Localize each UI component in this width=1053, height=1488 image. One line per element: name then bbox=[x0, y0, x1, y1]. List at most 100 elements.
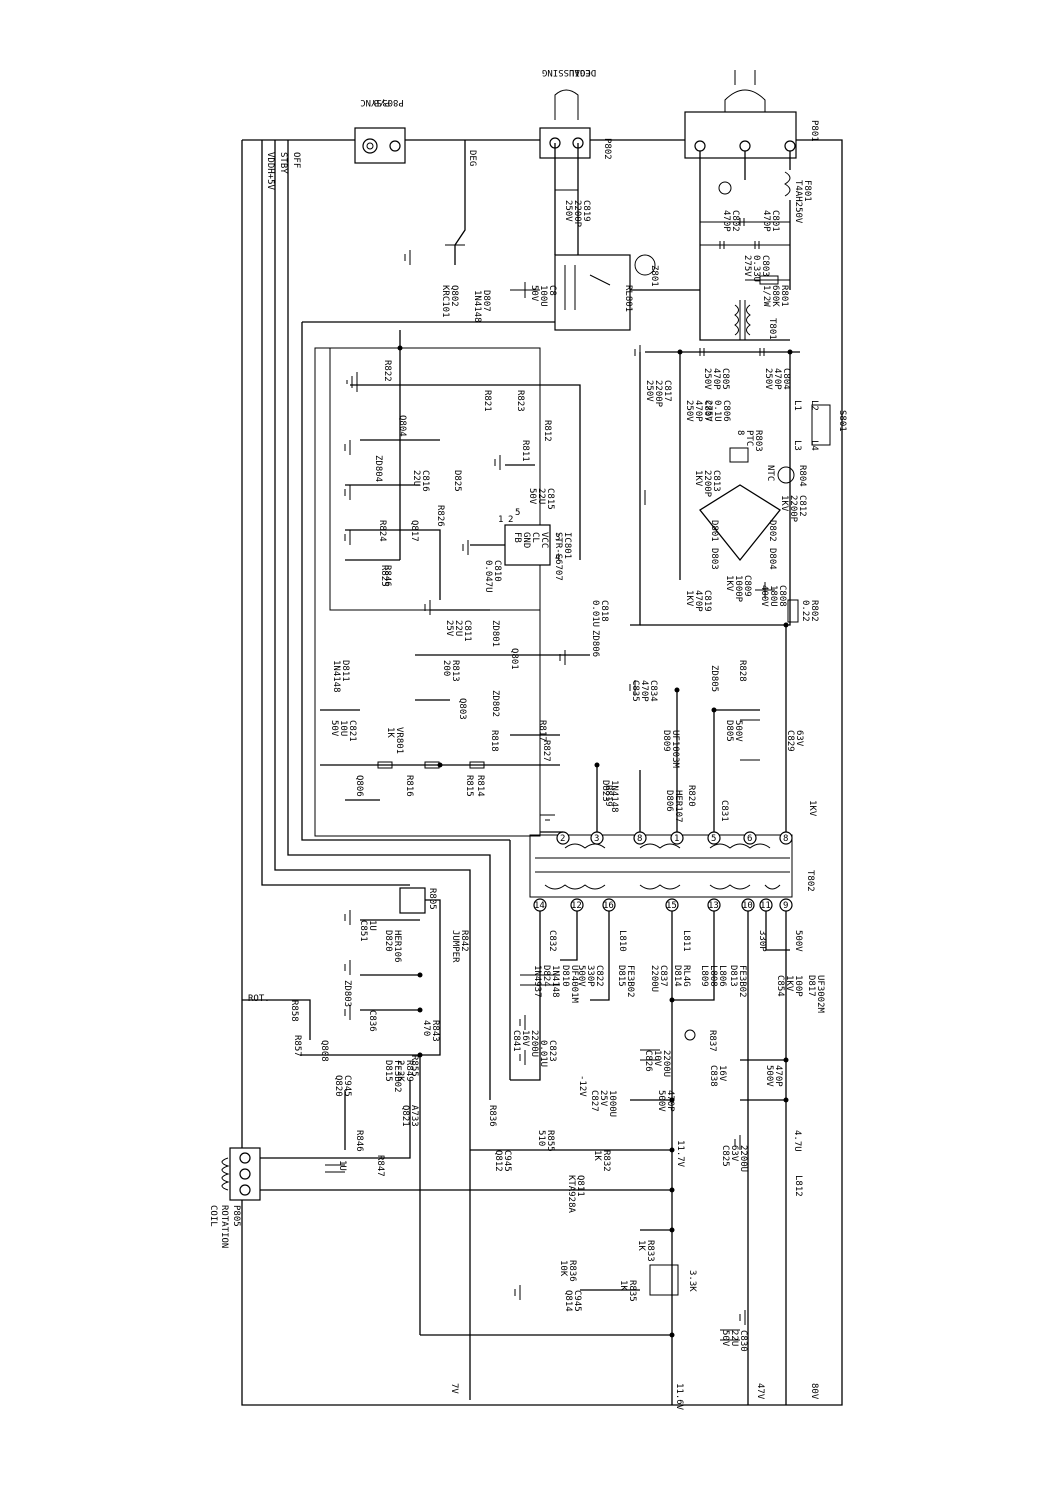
c828-value: 22U bbox=[729, 1330, 739, 1346]
z801-label: Z801 bbox=[649, 265, 659, 287]
d824-label: 1N4148 bbox=[609, 780, 619, 813]
c828-label: C830 bbox=[738, 1330, 748, 1352]
c819b-value: 470P bbox=[693, 590, 703, 612]
p803-sub1: P/B bbox=[374, 97, 390, 107]
p802-degaussing: DEGAUSSING bbox=[542, 67, 596, 77]
c803-label: C803 bbox=[760, 255, 770, 277]
zd806-label: ZD806 bbox=[590, 630, 600, 657]
r803-label: R803 bbox=[753, 430, 763, 452]
r814-label: R814 bbox=[475, 775, 485, 797]
c831b-voltage: 1N4937 bbox=[532, 965, 542, 998]
c823-label: C823 bbox=[547, 1040, 557, 1062]
q812-label: C945 bbox=[502, 1150, 512, 1172]
ic801-pin4: 4 bbox=[555, 553, 560, 563]
c819-label: C819 bbox=[581, 200, 591, 222]
q811-value: KTA928A bbox=[566, 1175, 576, 1214]
rail-vddh: VDDH+5V bbox=[265, 152, 275, 191]
ic801-part: STR-S6707 bbox=[553, 532, 563, 581]
rail-rot: ROT. bbox=[248, 994, 270, 1004]
t802-pin-i: 12 bbox=[571, 901, 582, 911]
ic801-pin5: 5 bbox=[515, 508, 520, 518]
c819-value: 2200P bbox=[572, 200, 582, 228]
c838-value: C851 bbox=[358, 920, 368, 942]
q802-value: KRC101 bbox=[440, 285, 450, 318]
c807-value: 470P bbox=[693, 400, 703, 422]
c812-label: C812 bbox=[797, 495, 807, 517]
t802-pin-m: 10 bbox=[742, 901, 753, 911]
c841-label: 1U bbox=[337, 1160, 347, 1171]
ic801-pin2: 2 bbox=[508, 515, 513, 525]
c809-voltage: 1KV bbox=[724, 575, 734, 592]
d804-label: D804 bbox=[767, 548, 777, 570]
t802-pin-j: 16 bbox=[603, 901, 614, 911]
d817-label: UF3002M bbox=[815, 975, 825, 1014]
control-section: IC801 STR-S6707 VCC CL GND FB 1 2 3 4 5 … bbox=[289, 330, 747, 1177]
r837-value: 10K bbox=[558, 1260, 568, 1277]
r804-ntc: NTC bbox=[765, 465, 775, 481]
c816-label: C816 bbox=[420, 470, 430, 492]
d825-label: D825 bbox=[452, 470, 462, 492]
c813-voltage: 1KV bbox=[693, 470, 703, 487]
d815-value: D815 bbox=[616, 965, 626, 987]
l808-label: L810 bbox=[617, 930, 627, 952]
rail-11-7v: 11.7V bbox=[675, 1140, 685, 1168]
ic801-fb: FB bbox=[512, 532, 522, 543]
d802-label: D802 bbox=[767, 520, 777, 542]
r855b-value: 2.2K bbox=[395, 1060, 405, 1082]
l810-label: C831 bbox=[719, 800, 729, 822]
d823-label: HER106 bbox=[392, 930, 402, 963]
junction-dots bbox=[397, 345, 793, 1338]
q814-label: C945 bbox=[572, 1290, 582, 1312]
c824-label: 2200U bbox=[738, 1145, 748, 1172]
c821-value: 10U bbox=[338, 720, 348, 736]
r858-label: R858 bbox=[289, 1000, 299, 1022]
c854-label: 4.7U bbox=[792, 1130, 802, 1152]
c818-value: 0.01U bbox=[590, 600, 600, 627]
c851-value: 1KV bbox=[784, 975, 794, 992]
vr801-value: 1K bbox=[385, 727, 395, 738]
r825-label: R825 bbox=[379, 565, 389, 587]
ic801-label: IC801 bbox=[562, 532, 572, 559]
c811-voltage: 25V bbox=[444, 620, 454, 637]
p802-coil: COIL bbox=[569, 67, 591, 77]
d823-value: D820 bbox=[383, 930, 393, 952]
r832-value: 510 bbox=[536, 1130, 546, 1146]
c807-voltage: 250V bbox=[684, 400, 694, 422]
c8-voltage: 50V bbox=[529, 285, 539, 302]
d824-value: D823 bbox=[600, 780, 610, 802]
transformer-t802: T802 2 3 8 1 5 6 8 14 12 16 15 13 10 11 … bbox=[529, 831, 815, 912]
rail-stby: STBY bbox=[278, 152, 288, 174]
ground-symbols bbox=[344, 250, 746, 1325]
c828-voltage: 50V bbox=[720, 1330, 730, 1347]
p803-label: P803 bbox=[382, 97, 404, 107]
c805-label: C805 bbox=[720, 368, 730, 390]
c827-label: 63V bbox=[794, 730, 804, 747]
c826-voltage: C827 bbox=[589, 1090, 599, 1112]
c816-value: 22U bbox=[411, 470, 421, 486]
ic801-cl: CL bbox=[530, 532, 540, 543]
d820-label: FE3B02 bbox=[392, 1060, 402, 1093]
deg-label: DEG bbox=[467, 150, 477, 166]
d811-label: D811 bbox=[340, 660, 350, 682]
rail-11-6v: 11.6V bbox=[674, 1383, 684, 1411]
r805-label: R805 bbox=[427, 888, 437, 910]
r804-label: R804 bbox=[797, 465, 807, 487]
t802-pin-d: 1 bbox=[674, 834, 679, 844]
d809-value: D809 bbox=[661, 730, 671, 752]
c804-value: 470P bbox=[772, 368, 782, 390]
c822-label: C822 bbox=[594, 965, 604, 987]
c817-value: 2200P bbox=[653, 380, 663, 408]
r855-label: R855 bbox=[409, 1055, 419, 1077]
l4-label: L4 bbox=[809, 440, 819, 451]
c808-label: C808 bbox=[777, 585, 787, 607]
c817-label: C817 bbox=[662, 380, 672, 402]
c812-value: 2200P bbox=[788, 495, 798, 523]
c815-label: C815 bbox=[545, 488, 555, 510]
d805-value: D805 bbox=[724, 720, 734, 742]
q811-label: Q811 bbox=[575, 1175, 585, 1197]
d814-value: D814 bbox=[672, 965, 682, 987]
ic801-gnd: GND bbox=[521, 532, 531, 548]
t802-pin-b: 3 bbox=[594, 834, 599, 844]
c818-label: C818 bbox=[599, 600, 609, 622]
line-filter-t801: T801 bbox=[734, 300, 777, 340]
